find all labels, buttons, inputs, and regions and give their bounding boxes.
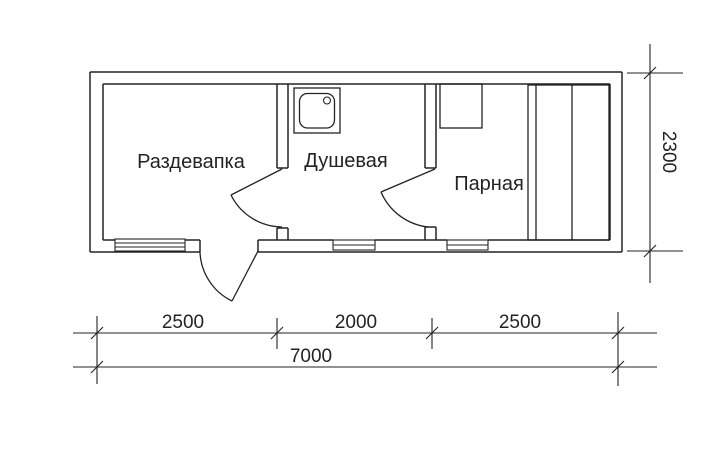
drain-icon bbox=[322, 96, 332, 105]
window-frame bbox=[114, 238, 186, 252]
dimension-segments-row: 2500 2000 2500 bbox=[73, 312, 657, 386]
fixtures bbox=[293, 83, 610, 241]
tick-marks bbox=[643, 66, 657, 258]
door-shower-to-steam bbox=[380, 168, 436, 228]
room-label-steam: Парная bbox=[454, 173, 524, 195]
window-steam-room bbox=[446, 239, 489, 251]
dimension-depth: 2300 bbox=[627, 44, 683, 283]
door-leaf bbox=[380, 168, 436, 193]
dimension-total-row: 7000 bbox=[73, 346, 657, 374]
room-labels: Раздевапка Душевая Парная bbox=[137, 150, 524, 195]
shower-tray-outer bbox=[293, 87, 341, 134]
room-label-shower: Душевая bbox=[304, 150, 388, 172]
entry-door bbox=[199, 250, 259, 302]
entry-door-jambs bbox=[199, 240, 259, 252]
dim-text-depth: 2300 bbox=[658, 131, 679, 173]
dim-text-total: 7000 bbox=[290, 346, 332, 367]
bench-outline bbox=[527, 84, 610, 241]
tick-marks bbox=[90, 360, 625, 374]
dim-text-seg3: 2500 bbox=[499, 312, 541, 333]
door-swing-arc bbox=[230, 194, 283, 228]
bench-plank-lines bbox=[535, 85, 573, 240]
shower-tray-icon bbox=[293, 87, 341, 134]
door-leaf bbox=[231, 250, 259, 302]
door-swing-arc bbox=[199, 251, 233, 302]
partition-walls bbox=[276, 84, 437, 240]
door-leaf bbox=[230, 168, 283, 196]
dim-text-seg1: 2500 bbox=[162, 312, 204, 333]
doors bbox=[199, 168, 436, 302]
exterior-walls bbox=[89, 71, 623, 253]
bench bbox=[527, 84, 610, 241]
partition-changing-shower bbox=[276, 84, 289, 240]
room-label-changing: Раздевапка bbox=[137, 151, 246, 173]
window-glazing-lines bbox=[115, 242, 185, 248]
shower-tray-inner bbox=[298, 92, 336, 129]
partition-shower-steam bbox=[424, 84, 437, 240]
extension-lines bbox=[627, 72, 683, 252]
dim-text-seg2: 2000 bbox=[335, 312, 377, 333]
window-shower-room bbox=[332, 239, 376, 251]
door-changing-to-shower bbox=[230, 168, 283, 228]
tick-marks bbox=[90, 326, 625, 340]
window-changing-room bbox=[114, 238, 186, 252]
stove bbox=[439, 83, 483, 129]
windows bbox=[114, 238, 489, 252]
door-swing-arc bbox=[380, 191, 429, 228]
